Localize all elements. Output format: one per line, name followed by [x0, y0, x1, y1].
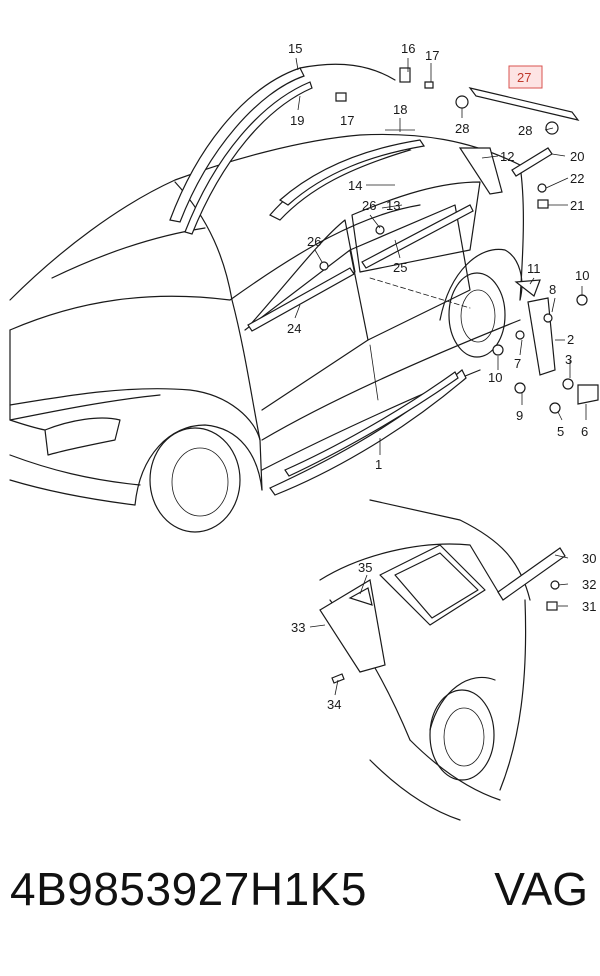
callout-26b: 26: [307, 234, 321, 249]
callout-31: 31: [582, 599, 596, 614]
callout-21: 21: [570, 198, 584, 213]
callout-13: 13: [386, 198, 400, 213]
callout-33: 33: [291, 620, 305, 635]
callout-2: 2: [567, 332, 574, 347]
trim-strip-12: [458, 147, 503, 195]
roof-moulding-15: [169, 63, 396, 235]
exploded-parts-diagram: 15 16 17 27 19 17 18 28 28 12 20 22 21 1…: [9, 41, 599, 821]
callout-6: 6: [581, 424, 588, 439]
roof-moulding-18: [269, 139, 426, 221]
callout-labels: 15 16 17 27 19 17 18 28 28 12 20 22 21 1…: [287, 41, 596, 712]
callout-26a: 26: [362, 198, 376, 213]
rear-detail-view: [319, 499, 566, 821]
callout-18: 18: [393, 102, 407, 117]
callout-34: 34: [327, 697, 341, 712]
callout-32: 32: [582, 577, 596, 592]
callout-17b: 17: [340, 113, 354, 128]
callout-25: 25: [393, 260, 407, 275]
callout-1: 1: [375, 457, 382, 472]
callout-3: 3: [565, 352, 572, 367]
callout-9: 9: [516, 408, 523, 423]
leader-lines: [294, 57, 587, 696]
trim-strip-20: [511, 147, 553, 177]
callout-8: 8: [549, 282, 556, 297]
callout-22: 22: [570, 171, 584, 186]
brand-name: VAG: [494, 863, 588, 915]
callout-30: 30: [582, 551, 596, 566]
callout-35: 35: [358, 560, 372, 575]
callout-7: 7: [514, 356, 521, 371]
callout-28b: 28: [518, 123, 532, 138]
callout-5: 5: [557, 424, 564, 439]
part-number: 4B9853927H1K5: [10, 863, 367, 915]
footer: 4B9853927H1K5 VAG: [0, 862, 600, 942]
callout-10b: 10: [488, 370, 502, 385]
roof-strip-27: [468, 87, 580, 121]
callout-20: 20: [570, 149, 584, 164]
callout-24: 24: [287, 321, 301, 336]
callout-28a: 28: [455, 121, 469, 136]
callout-15: 15: [288, 41, 302, 56]
callout-11: 11: [527, 261, 541, 276]
door-moulding-24-25: [247, 204, 474, 332]
callout-12: 12: [500, 149, 514, 164]
callout-27: 27: [517, 70, 531, 85]
door-sill-trim-1: [269, 369, 467, 496]
callout-16: 16: [401, 41, 415, 56]
callout-17: 17: [425, 48, 439, 63]
bracket-6: [577, 384, 599, 405]
callout-19: 19: [290, 113, 304, 128]
car-body-front-view: [9, 133, 524, 533]
callout-14: 14: [348, 178, 362, 193]
highlight-box-27: [508, 65, 543, 89]
callout-10a: 10: [575, 268, 589, 283]
